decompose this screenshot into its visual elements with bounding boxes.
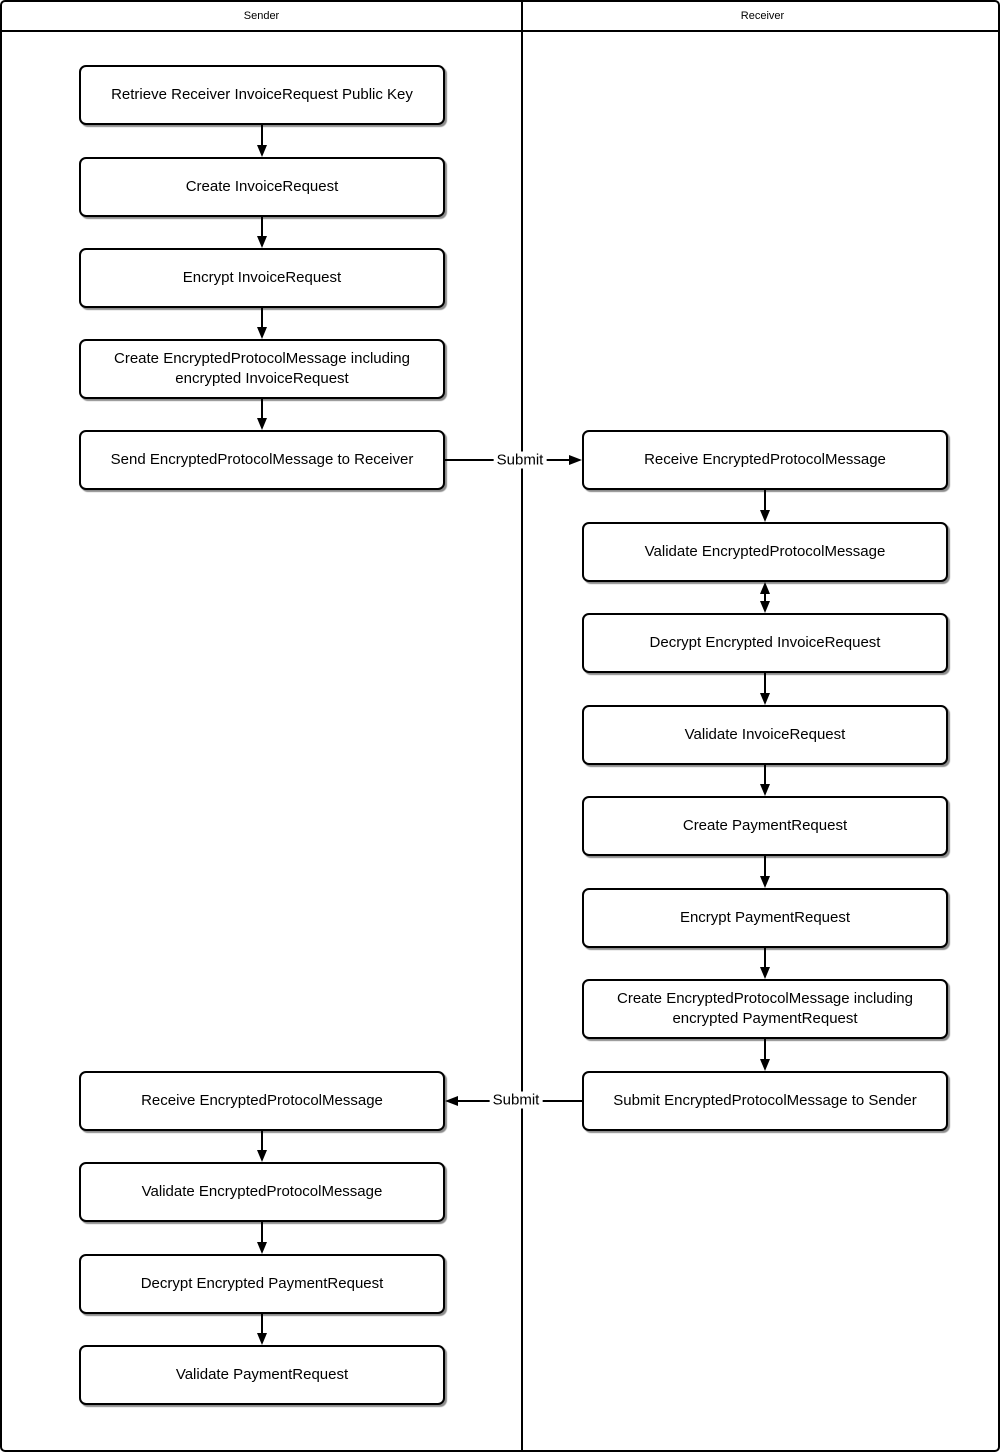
node-sender-validate-encryptedprotocolmessage: Validate EncryptedProtocolMessage <box>79 1162 445 1222</box>
node-create-encryptedprotocolmessage-invoicerequest: Create EncryptedProtocolMessage includin… <box>79 339 445 399</box>
node-validate-invoicerequest: Validate InvoiceRequest <box>582 705 948 765</box>
connector-s8-s9 <box>257 1314 267 1345</box>
node-validate-paymentrequest: Validate PaymentRequest <box>79 1345 445 1405</box>
connector-s7-s8 <box>257 1222 267 1254</box>
node-send-encryptedprotocolmessage-to-receiver: Send EncryptedProtocolMessage to Receive… <box>79 430 445 490</box>
node-decrypt-encrypted-invoicerequest: Decrypt Encrypted InvoiceRequest <box>582 613 948 673</box>
connector-r3-r4 <box>760 673 770 705</box>
node-decrypt-encrypted-paymentrequest: Decrypt Encrypted PaymentRequest <box>79 1254 445 1314</box>
edge-label-submit-to-receiver: Submit <box>493 451 547 469</box>
connector-r5-r6 <box>760 856 770 888</box>
connector-s3-s4 <box>257 308 267 339</box>
connector-r4-r5 <box>760 765 770 796</box>
node-submit-encryptedprotocolmessage-to-sender: Submit EncryptedProtocolMessage to Sende… <box>582 1071 948 1131</box>
connector-r6-r7 <box>760 948 770 979</box>
node-create-paymentrequest: Create PaymentRequest <box>582 796 948 856</box>
lane-header-sender: Sender <box>243 10 280 22</box>
connector-r7-r8 <box>760 1039 770 1071</box>
connector-s6-s7 <box>257 1131 267 1162</box>
node-sender-receive-encryptedprotocolmessage: Receive EncryptedProtocolMessage <box>79 1071 445 1131</box>
lane-header-receiver: Receiver <box>740 10 785 22</box>
lane-header-rule <box>2 30 998 32</box>
connector-s1-s2 <box>257 125 267 157</box>
lane-divider <box>521 2 523 1450</box>
node-retrieve-receiver-invoicerequest-public-key: Retrieve Receiver InvoiceRequest Public … <box>79 65 445 125</box>
connector-r2-r3-bidirectional <box>760 582 770 613</box>
edge-label-submit-to-sender: Submit <box>489 1091 543 1109</box>
node-create-encryptedprotocolmessage-paymentrequest: Create EncryptedProtocolMessage includin… <box>582 979 948 1039</box>
connector-s4-s5 <box>257 399 267 430</box>
connector-s2-s3 <box>257 217 267 248</box>
node-receiver-receive-encryptedprotocolmessage: Receive EncryptedProtocolMessage <box>582 430 948 490</box>
node-encrypt-paymentrequest: Encrypt PaymentRequest <box>582 888 948 948</box>
node-encrypt-invoicerequest: Encrypt InvoiceRequest <box>79 248 445 308</box>
connector-r1-r2 <box>760 490 770 522</box>
node-create-invoicerequest: Create InvoiceRequest <box>79 157 445 217</box>
node-receiver-validate-encryptedprotocolmessage: Validate EncryptedProtocolMessage <box>582 522 948 582</box>
